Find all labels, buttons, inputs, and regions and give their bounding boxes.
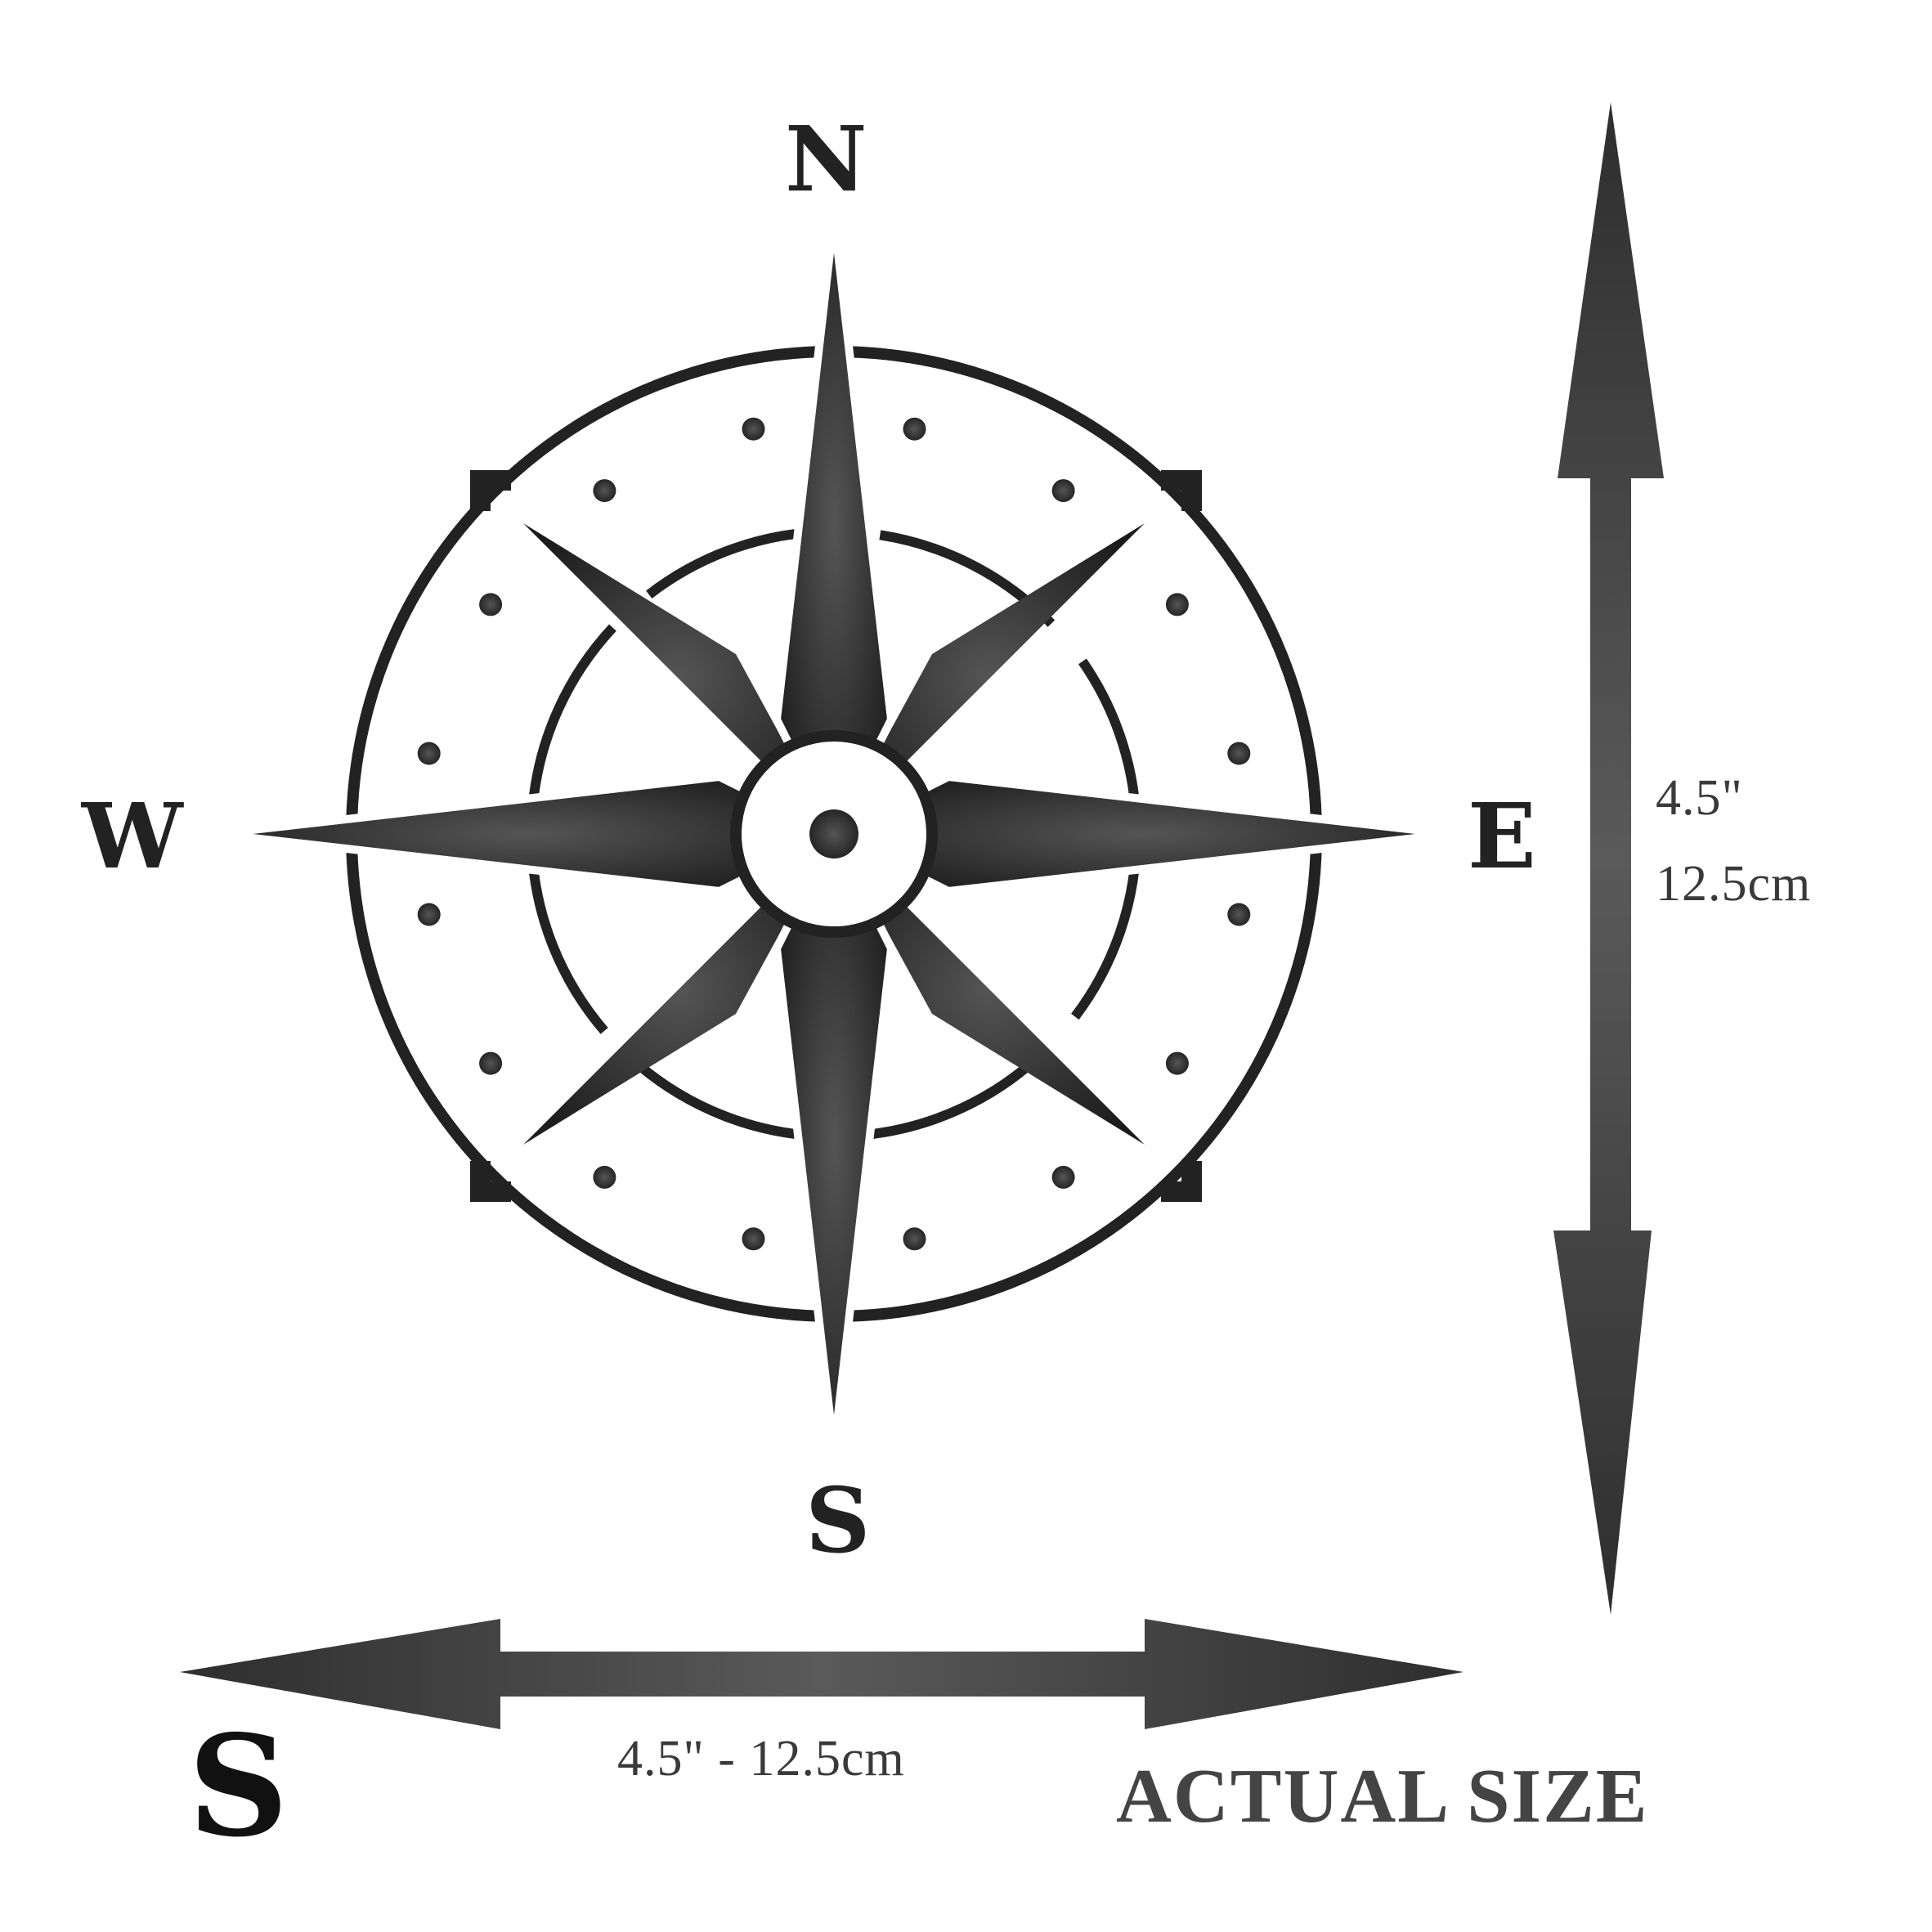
ring-dot bbox=[742, 417, 765, 441]
diagonal-points bbox=[523, 523, 1145, 1145]
north-label: N bbox=[785, 106, 867, 212]
ring-dot bbox=[1227, 903, 1251, 926]
frame-corner-tabs bbox=[470, 470, 1202, 1202]
ring-dot bbox=[742, 1227, 765, 1251]
actual-size-caption: ACTUAL SIZE bbox=[1116, 1754, 1649, 1839]
ring-dot bbox=[1165, 593, 1189, 616]
ring-dot bbox=[1165, 1051, 1189, 1075]
horizontal-dimension-arrow bbox=[180, 1619, 1464, 1729]
ring-dot bbox=[903, 1227, 926, 1251]
dot-ring bbox=[417, 417, 1251, 1251]
vertical-dimension-arrow bbox=[1553, 102, 1664, 1615]
vertical-dimension-inches: 4.5" bbox=[1656, 770, 1743, 826]
cardinal-points bbox=[216, 216, 1452, 1452]
ring-dot bbox=[593, 479, 616, 503]
ring-dot bbox=[593, 1165, 616, 1189]
ring-dot bbox=[417, 903, 441, 926]
size-code-letter: S bbox=[188, 1705, 289, 1868]
east-label: E bbox=[1468, 783, 1536, 889]
center-hub-dot bbox=[809, 809, 858, 858]
ring-dot bbox=[903, 417, 926, 441]
ring-dot bbox=[1051, 479, 1075, 503]
horizontal-dimension-text: 4.5" - 12.5cm bbox=[617, 1731, 905, 1786]
ring-dot bbox=[417, 742, 441, 765]
ring-dot bbox=[1051, 1165, 1075, 1189]
vertical-dimension-cm: 12.5cm bbox=[1656, 856, 1812, 912]
west-label: W bbox=[82, 783, 183, 889]
ring-dot bbox=[1227, 742, 1251, 765]
ring-dot bbox=[479, 593, 503, 616]
south-label: S bbox=[805, 1468, 871, 1573]
ring-dot bbox=[479, 1051, 503, 1075]
